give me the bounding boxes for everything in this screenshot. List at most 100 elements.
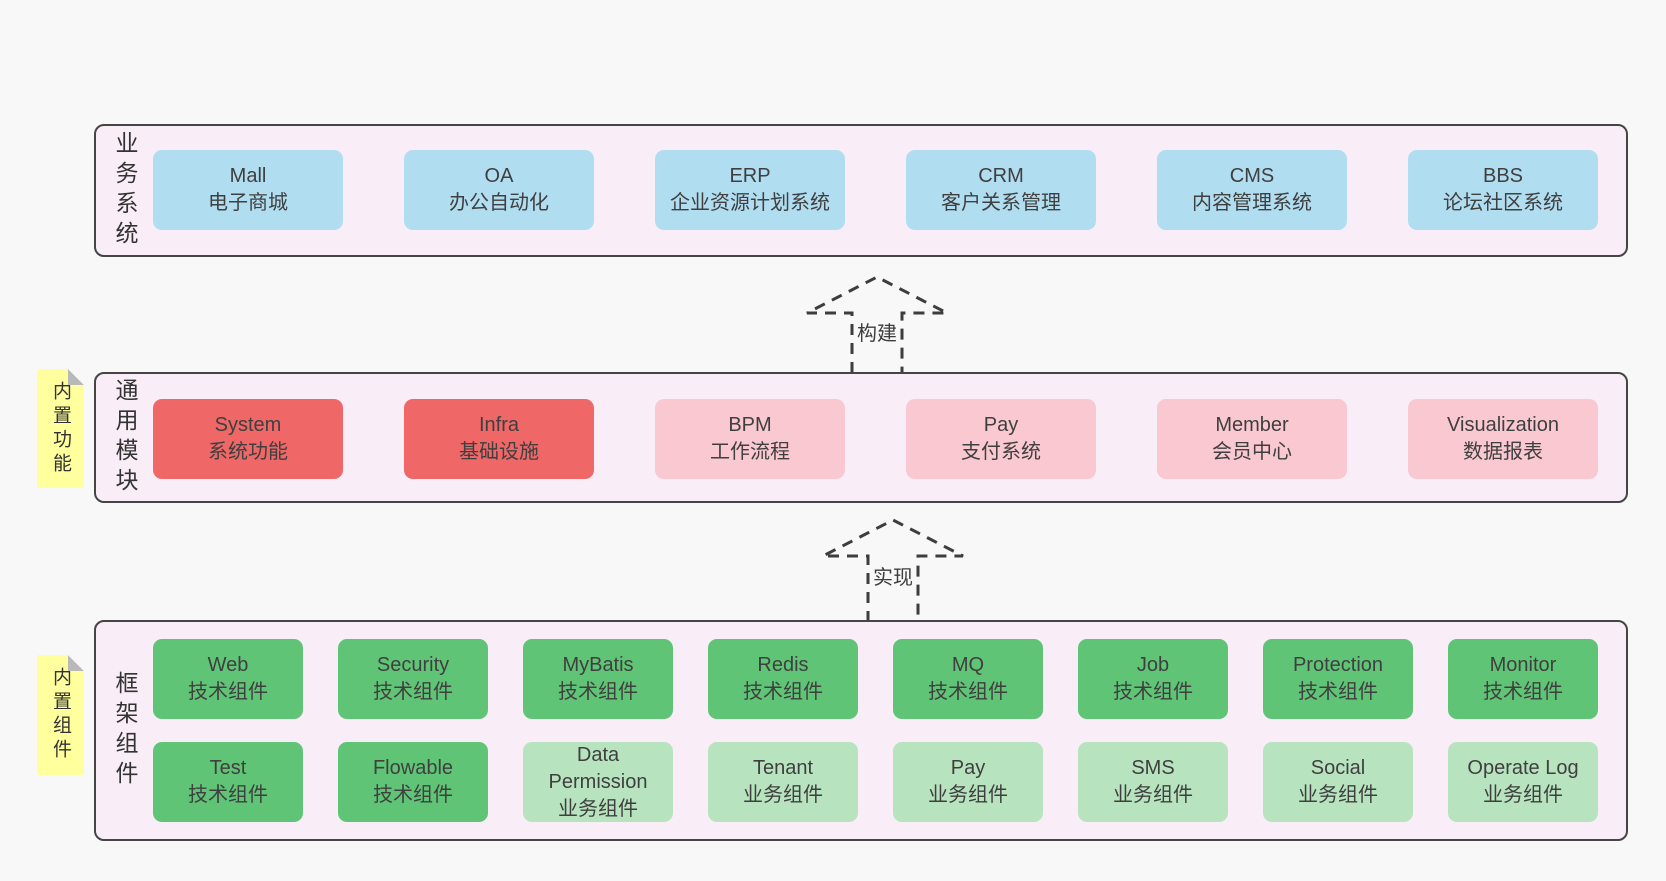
box-infra: Infra 基础设施	[404, 399, 594, 479]
box-mall: Mall 电子商城	[153, 150, 343, 230]
box-subtitle: 论坛社区系统	[1443, 192, 1563, 214]
box-name: Infra	[478, 414, 520, 436]
section-label-column: 通用模块	[96, 374, 153, 501]
box-name: MQ	[951, 654, 985, 676]
section-rows: System 系统功能 Infra 基础设施 BPM 工作流程 Pay 支付系统…	[153, 374, 1598, 501]
box-subtitle: 业务组件	[1298, 784, 1378, 806]
box-subtitle: 技术组件	[188, 784, 268, 806]
box-visualization: Visualization 数据报表	[1408, 399, 1598, 479]
box-name: System	[214, 414, 282, 436]
arrow-label: 构建	[802, 317, 952, 346]
dashed-up-arrow-icon	[822, 518, 964, 622]
box-erp: ERP 企业资源计划系统	[655, 150, 845, 230]
box-name: Test	[209, 757, 247, 779]
box-name: SMS	[1131, 757, 1175, 779]
box-name: Tenant	[752, 757, 814, 779]
box-cms: CMS 内容管理系统	[1157, 150, 1347, 230]
box-subtitle: 技术组件	[743, 681, 823, 703]
box-subtitle: 数据报表	[1463, 441, 1543, 463]
dashed-up-arrow-icon	[806, 275, 948, 373]
box-subtitle: 工作流程	[710, 441, 790, 463]
box-subtitle: 客户关系管理	[941, 192, 1061, 214]
box-subtitle: 会员中心	[1212, 441, 1292, 463]
box-subtitle: 技术组件	[373, 681, 453, 703]
box-subtitle: 企业资源计划系统	[670, 192, 830, 214]
note-built-in-components: 内置组件	[37, 655, 84, 775]
arrow-label: 实现	[818, 561, 968, 590]
box-pay-biz: Pay 业务组件	[893, 742, 1043, 822]
box-name: ERP	[729, 165, 771, 187]
box-operate-log: Operate Log 业务组件	[1448, 742, 1598, 822]
box-subtitle: 电子商城	[208, 192, 288, 214]
section-title: 业务系统	[112, 130, 138, 251]
note-text: 内置组件	[50, 667, 71, 763]
box-subtitle: 支付系统	[961, 441, 1041, 463]
section-label-column: 业务系统	[96, 126, 153, 255]
box-name: Member	[1215, 414, 1289, 436]
box-subtitle: 技术组件	[373, 784, 453, 806]
note-text: 内置功能	[50, 380, 71, 477]
box-name: Visualization	[1447, 414, 1559, 436]
box-subtitle: 技术组件	[1298, 681, 1378, 703]
section-common-modules: 通用模块 System 系统功能 Infra 基础设施 BPM 工作流程 Pay	[94, 372, 1628, 503]
box-subtitle: 业务组件	[1483, 784, 1563, 806]
box-name: Job	[1136, 654, 1170, 676]
box-name: BBS	[1482, 165, 1524, 187]
section-rows: Mall 电子商城 OA 办公自动化 ERP 企业资源计划系统 CRM 客户关系…	[153, 126, 1598, 255]
section-title: 框架组件	[112, 670, 138, 791]
box-name: Mall	[229, 165, 267, 187]
box-name: Operate Log	[1467, 757, 1579, 779]
section-framework-components: 框架组件 Web 技术组件 Security 技术组件 MyBatis 技术组件…	[94, 620, 1628, 841]
box-social: Social 业务组件	[1263, 742, 1413, 822]
box-member: Member 会员中心	[1157, 399, 1347, 479]
box-test: Test 技术组件	[153, 742, 303, 822]
box-subtitle: 技术组件	[928, 681, 1008, 703]
box-mq: MQ 技术组件	[893, 639, 1043, 719]
box-subtitle: 业务组件	[1113, 784, 1193, 806]
box-web: Web 技术组件	[153, 639, 303, 719]
box-flowable: Flowable 技术组件	[338, 742, 488, 822]
box-name: Protection	[1292, 654, 1384, 676]
section-business-systems: 业务系统 Mall 电子商城 OA 办公自动化 ERP 企业资源计划系统 CRM	[94, 124, 1628, 257]
section-rows: Web 技术组件 Security 技术组件 MyBatis 技术组件 Redi…	[153, 622, 1598, 839]
box-row: System 系统功能 Infra 基础设施 BPM 工作流程 Pay 支付系统…	[153, 399, 1598, 479]
box-name: Pay	[983, 414, 1019, 436]
box-name: Redis	[757, 654, 809, 676]
box-pay: Pay 支付系统	[906, 399, 1096, 479]
box-system: System 系统功能	[153, 399, 343, 479]
box-name: Flowable	[372, 757, 454, 779]
box-sms: SMS 业务组件	[1078, 742, 1228, 822]
box-subtitle: 基础设施	[459, 441, 539, 463]
box-crm: CRM 客户关系管理	[906, 150, 1096, 230]
box-protection: Protection 技术组件	[1263, 639, 1413, 719]
box-monitor: Monitor 技术组件	[1448, 639, 1598, 719]
box-name: Monitor	[1489, 654, 1557, 676]
box-subtitle: 内容管理系统	[1192, 192, 1312, 214]
box-name: Social	[1310, 757, 1366, 779]
box-oa: OA 办公自动化	[404, 150, 594, 230]
box-row: Mall 电子商城 OA 办公自动化 ERP 企业资源计划系统 CRM 客户关系…	[153, 150, 1598, 230]
note-built-in-features: 内置功能	[37, 369, 84, 488]
box-subtitle: 业务组件	[928, 784, 1008, 806]
box-row: Test 技术组件 Flowable 技术组件 Data Permission …	[153, 742, 1598, 822]
box-name: Web	[207, 654, 249, 676]
box-mybatis: MyBatis 技术组件	[523, 639, 673, 719]
box-name: MyBatis	[562, 654, 634, 676]
box-subtitle: 办公自动化	[449, 192, 549, 214]
box-subtitle: 业务组件	[558, 797, 638, 820]
arrow-build: 构建	[802, 275, 952, 373]
box-name: CRM	[978, 165, 1024, 187]
box-bbs: BBS 论坛社区系统	[1408, 150, 1598, 230]
box-name: Security	[376, 654, 450, 676]
box-row: Web 技术组件 Security 技术组件 MyBatis 技术组件 Redi…	[153, 639, 1598, 719]
box-security: Security 技术组件	[338, 639, 488, 719]
box-redis: Redis 技术组件	[708, 639, 858, 719]
box-subtitle: 系统功能	[208, 441, 288, 463]
box-name: OA	[484, 165, 514, 187]
box-name: BPM	[728, 414, 772, 436]
box-subtitle: 技术组件	[188, 681, 268, 703]
box-subtitle: 技术组件	[1113, 681, 1193, 703]
box-name: Pay	[950, 757, 986, 779]
box-subtitle: 技术组件	[1483, 681, 1563, 703]
